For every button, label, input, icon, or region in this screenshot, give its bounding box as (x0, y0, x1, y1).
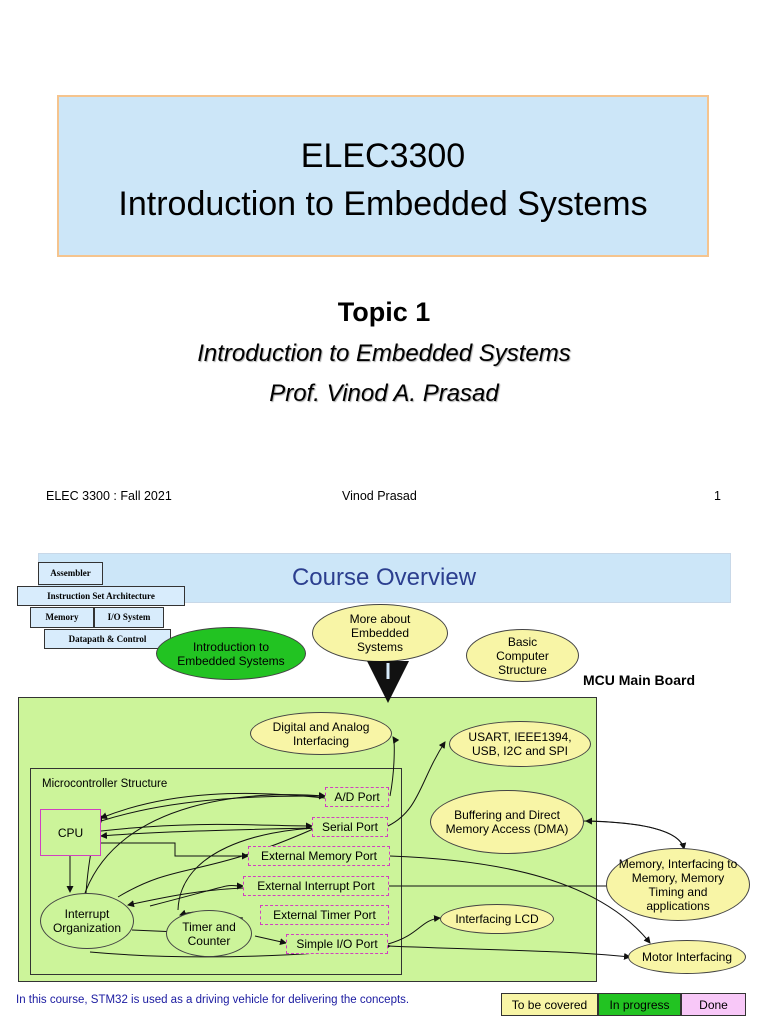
cpu-box: CPU (40, 809, 101, 856)
stack-assembler: Assembler (38, 562, 103, 585)
port-serial: Serial Port (312, 817, 388, 837)
course-code: ELEC3300 (300, 137, 466, 175)
port-external-memory: External Memory Port (248, 846, 390, 866)
port-external-timer: External Timer Port (260, 905, 389, 925)
node-basic-computer: Basic Computer Structure (466, 629, 579, 682)
topic-subtitle: Introduction to Embedded Systems (197, 340, 571, 367)
node-interfacing-lcd: Interfacing LCD (440, 904, 554, 934)
node-dma: Buffering and Direct Memory Access (DMA) (430, 790, 584, 854)
mcu-board-label: MCU Main Board (583, 672, 695, 688)
node-interrupt-organization: Interrupt Organization (40, 893, 134, 949)
port-ad: A/D Port (325, 787, 389, 807)
micro-structure-label: Microcontroller Structure (42, 778, 168, 790)
legend-done: Done (681, 993, 746, 1016)
port-external-interrupt: External Interrupt Port (243, 876, 389, 896)
topic-heading: Topic 1 (337, 297, 431, 327)
port-simple-io: Simple I/O Port (286, 934, 388, 954)
legend-to-be-covered: To be covered (501, 993, 598, 1016)
course-title: Introduction to Embedded Systems (118, 185, 648, 223)
driving-vehicle-note: In this course, STM32 is used as a drivi… (16, 994, 410, 1006)
stack-isa: Instruction Set Architecture (17, 586, 185, 606)
legend-in-progress: In progress (598, 993, 681, 1016)
node-usart: USART, IEEE1394, USB, I2C and SPI (449, 721, 591, 767)
node-memory-interfacing: Memory, Interfacing to Memory, Memory Ti… (606, 848, 750, 921)
footer-course: ELEC 3300 : Fall 2021 (46, 489, 172, 503)
node-intro-embedded: Introduction to Embedded Systems (156, 627, 306, 680)
node-more-embedded: More about Embedded Systems (312, 604, 448, 662)
overview-title: Course Overview (291, 564, 477, 591)
stack-io-system: I/O System (94, 607, 164, 628)
title-box: ELEC3300 Introduction to Embedded System… (57, 95, 709, 257)
node-motor-interfacing: Motor Interfacing (628, 940, 746, 974)
microcontroller-structure-box (30, 768, 402, 975)
node-timer-counter: Timer and Counter (166, 910, 252, 957)
node-digital-analog: Digital and Analog Interfacing (250, 712, 392, 755)
professor-name: Prof. Vinod A. Prasad (269, 380, 499, 407)
stack-memory: Memory (30, 607, 94, 628)
footer-page-number: 1 (714, 489, 721, 503)
footer-author: Vinod Prasad (342, 489, 417, 503)
